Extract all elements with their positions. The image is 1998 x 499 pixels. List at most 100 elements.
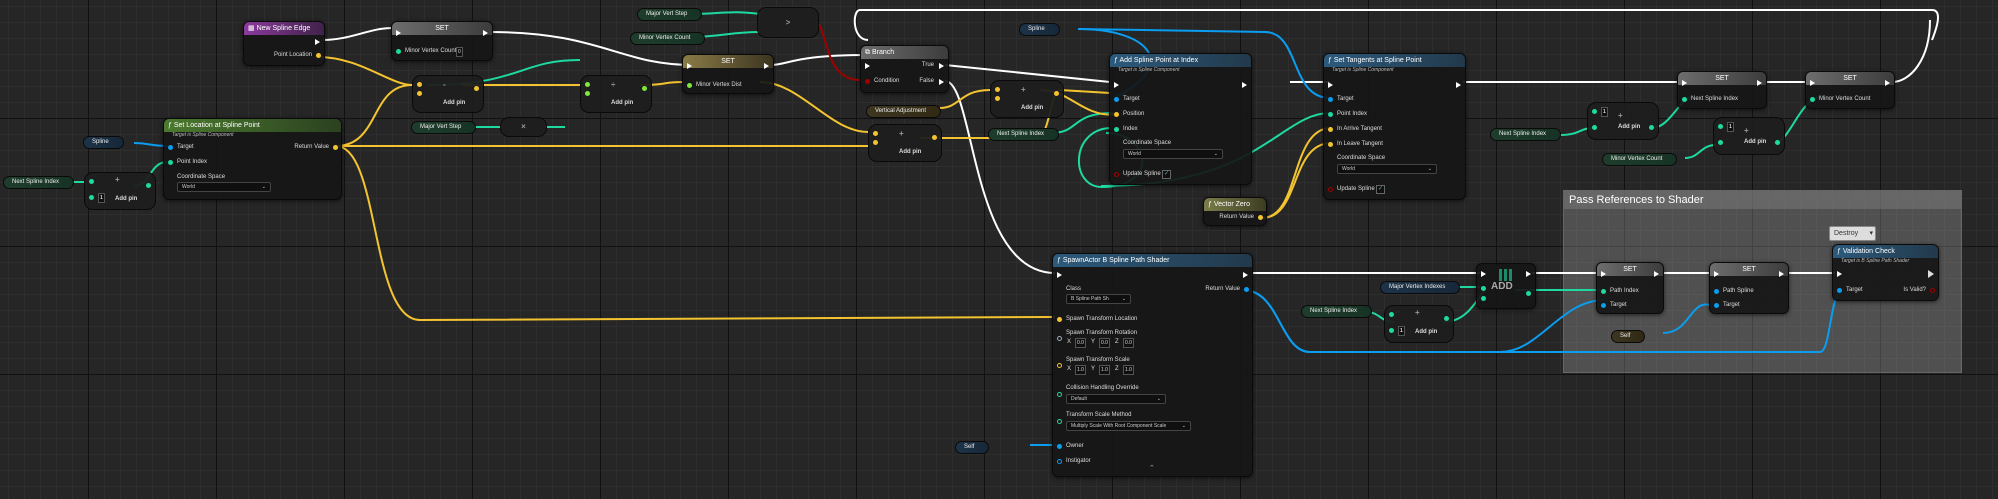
- next-spline-index-getter-mid[interactable]: Next Spline Index: [988, 128, 1060, 141]
- set-minor-vertex-count-top-node[interactable]: SET Minor Vertex Count 0: [391, 21, 493, 61]
- set-path-spline-node[interactable]: SET Path Spline Target: [1709, 262, 1789, 314]
- branch-node[interactable]: ⧉ Branch True Condition False: [860, 45, 949, 93]
- scale-x-value[interactable]: 1.0: [1075, 365, 1086, 375]
- coordinate-space-dropdown[interactable]: World⌄: [1123, 149, 1223, 159]
- target-pin[interactable]: [1114, 97, 1119, 102]
- path-spline-pin[interactable]: [1714, 289, 1719, 294]
- exec-out-pin[interactable]: [1757, 80, 1762, 86]
- exec-in-pin[interactable]: [1682, 80, 1687, 86]
- next-spline-index-getter-right[interactable]: Next Spline Index: [1490, 128, 1562, 141]
- input-a-pin[interactable]: [873, 131, 878, 136]
- divide-node[interactable]: ÷ Add pin: [580, 75, 652, 113]
- update-spline-checkbox[interactable]: ✓: [1162, 170, 1171, 179]
- update-spline-pin[interactable]: [1328, 187, 1333, 192]
- exec-in-pin[interactable]: [1057, 272, 1062, 278]
- int-add-node-right-2[interactable]: 1 + Add pin: [1713, 117, 1785, 155]
- exec-in-pin[interactable]: [1601, 271, 1606, 277]
- input-a-pin[interactable]: [1718, 124, 1723, 129]
- literal-one[interactable]: 1: [1727, 122, 1734, 132]
- input-b-pin[interactable]: [1592, 125, 1597, 130]
- literal-one[interactable]: 1: [1601, 107, 1608, 117]
- next-spline-index-pin[interactable]: [1682, 97, 1687, 102]
- exec-out-pin[interactable]: [1654, 271, 1659, 277]
- set-tangents-node[interactable]: ƒ Set Tangents at Spline Point Target is…: [1323, 53, 1466, 200]
- add-pin-button[interactable]: Add pin: [1618, 124, 1641, 130]
- target-array-pin[interactable]: [1481, 286, 1486, 291]
- path-index-pin[interactable]: [1601, 289, 1606, 294]
- exec-in-pin[interactable]: [1810, 80, 1815, 86]
- output-pin[interactable]: [1054, 91, 1059, 96]
- literal-one[interactable]: 1: [98, 193, 105, 203]
- minor-vertex-count-pin[interactable]: [396, 49, 401, 54]
- output-pin[interactable]: [146, 183, 151, 188]
- add-pin-button[interactable]: Add pin: [1415, 329, 1438, 335]
- set-minor-vertex-dist-node[interactable]: SET Minor Vertex Dist: [682, 54, 774, 94]
- exec-in-pin[interactable]: [396, 30, 401, 36]
- output-pin[interactable]: [1444, 316, 1449, 321]
- add-pin-button[interactable]: Add pin: [899, 149, 922, 155]
- exec-in-pin[interactable]: [1837, 271, 1842, 277]
- minor-vertex-count-getter-2[interactable]: Minor Vertex Count: [1602, 153, 1678, 166]
- spline-getter[interactable]: Spline: [1019, 23, 1060, 36]
- literal-one[interactable]: 1: [1398, 326, 1405, 336]
- rotation-z-value[interactable]: 0.0: [1123, 338, 1134, 348]
- collision-dropdown[interactable]: Default⌄: [1066, 394, 1166, 404]
- input-a-pin[interactable]: [585, 82, 590, 87]
- spawn-scale-pin[interactable]: [1057, 363, 1062, 368]
- add-pin-button[interactable]: Add pin: [115, 196, 138, 202]
- validation-check-node[interactable]: ƒ Validation Check Target is B Spline Pa…: [1832, 244, 1939, 301]
- new-spline-edge-node[interactable]: ▦ New Spline Edge Point Location: [243, 21, 325, 66]
- scale-method-pin[interactable]: [1057, 419, 1062, 424]
- input-b-pin[interactable]: [995, 96, 1000, 101]
- input-b-pin[interactable]: [1718, 140, 1723, 145]
- comment-title[interactable]: Pass References to Shader: [1564, 191, 1961, 209]
- array-add-node[interactable]: ADD: [1476, 263, 1536, 309]
- vector-zero-node[interactable]: ƒ Vector Zero Return Value: [1203, 197, 1267, 226]
- scale-y-value[interactable]: 1.0: [1099, 365, 1110, 375]
- coordinate-space-dropdown[interactable]: World⌄: [1337, 164, 1437, 174]
- exec-in-pin[interactable]: [1481, 271, 1486, 277]
- minor-vertex-count-getter[interactable]: Minor Vertex Count: [630, 32, 706, 45]
- greater-than-node[interactable]: >: [757, 7, 819, 38]
- input-b-pin[interactable]: [89, 195, 94, 200]
- coordinate-space-dropdown[interactable]: World⌄: [177, 182, 271, 192]
- owner-pin[interactable]: [1057, 444, 1062, 449]
- index-pin[interactable]: [1114, 127, 1119, 132]
- exec-in-pin[interactable]: [865, 63, 870, 69]
- point-location-pin[interactable]: [316, 53, 321, 58]
- input-a-pin[interactable]: [995, 87, 1000, 92]
- target-pin[interactable]: [1837, 288, 1842, 293]
- input-a-pin[interactable]: [1592, 109, 1597, 114]
- input-a-pin[interactable]: [1389, 312, 1394, 317]
- set-next-spline-index-node[interactable]: SET Next Spline Index: [1677, 71, 1767, 109]
- exec-in-pin[interactable]: [1328, 82, 1333, 88]
- self-getter-1[interactable]: Self: [955, 441, 990, 454]
- vector-add-node-1[interactable]: + Add pin: [868, 124, 942, 162]
- true-exec-pin[interactable]: [939, 63, 944, 69]
- instigator-pin[interactable]: [1057, 459, 1062, 464]
- output-pin[interactable]: [474, 86, 479, 91]
- output-pin[interactable]: [932, 135, 937, 140]
- scale-z-value[interactable]: 1.0: [1123, 365, 1134, 375]
- input-a-pin[interactable]: [89, 179, 94, 184]
- new-item-pin[interactable]: [1481, 296, 1486, 301]
- exec-out-pin[interactable]: [1242, 82, 1247, 88]
- set-location-spline-point-node[interactable]: ƒ Set Location at Spline Point Target is…: [163, 118, 342, 200]
- int-add-node-bottom[interactable]: 1 + Add pin: [1384, 305, 1454, 343]
- update-spline-checkbox[interactable]: ✓: [1376, 185, 1385, 194]
- position-pin[interactable]: [1114, 112, 1119, 117]
- input-b-pin[interactable]: [417, 91, 422, 96]
- minor-vertex-dist-pin[interactable]: [687, 83, 692, 88]
- spawn-actor-node[interactable]: ƒ SpawnActor B Spline Path Shader Class …: [1052, 253, 1253, 477]
- collision-pin[interactable]: [1057, 392, 1062, 397]
- set-path-index-node[interactable]: SET Path Index Target: [1596, 262, 1664, 314]
- add-spline-point-node[interactable]: ƒ Add Spline Point at Index Target is Sp…: [1109, 53, 1252, 185]
- vertical-adjustment-getter[interactable]: Vertical Adjustment: [866, 105, 942, 118]
- target-pin[interactable]: [1714, 303, 1719, 308]
- rotation-x-value[interactable]: 0.0: [1075, 338, 1086, 348]
- exec-out-pin[interactable]: [315, 39, 320, 45]
- output-pin[interactable]: [1649, 125, 1654, 130]
- return-value-pin[interactable]: [1244, 287, 1249, 292]
- exec-out-outline-icon[interactable]: [1928, 270, 1934, 278]
